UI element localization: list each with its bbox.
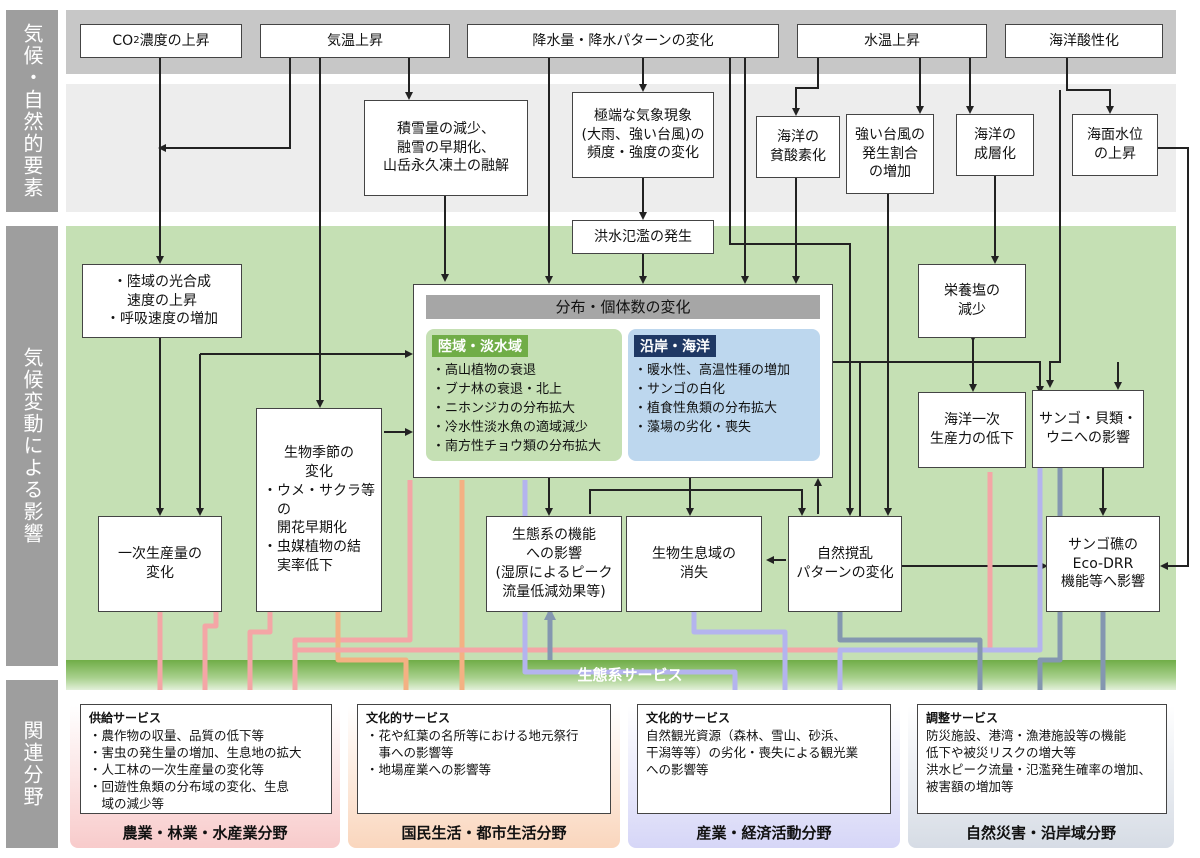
impact-nutrient: 栄養塩の 減少 — [918, 264, 1026, 338]
coast-item: 藻場の劣化・喪失 — [634, 418, 814, 437]
factor-typhoon: 強い台風の 発生割合 の増加 — [846, 114, 934, 194]
service-item: への影響等 — [646, 762, 709, 777]
side-label-sector: 関連分野 — [6, 680, 58, 848]
coast-item: サンゴの白化 — [634, 380, 814, 399]
land-item: 冷水性淡水魚の適域減少 — [432, 418, 616, 437]
coast-list: 暖水性、高温性種の増加 サンゴの白化 植食性魚類の分布拡大 藻場の劣化・喪失 — [634, 361, 814, 437]
driver-acidification: 海洋酸性化 — [1005, 24, 1163, 58]
sector-label-industry: 産業・経済活動分野 — [696, 823, 832, 842]
coast-header: 沿岸・海洋 — [634, 335, 716, 357]
factor-snow: 積雪量の減少、 融雪の早期化、 山岳永久凍土の融解 — [364, 100, 528, 196]
land-list: 高山植物の衰退 ブナ林の衰退・北上 ニホンジカの分布拡大 冷水性淡水魚の適域減少… — [432, 361, 616, 456]
service-item: ・害虫の発生量の増加、生息地の拡大 — [89, 745, 302, 760]
service-item: 干潟等等）の劣化・喪失による観光業 — [646, 745, 859, 760]
side-label-impact: 気候変動による影響 — [6, 226, 58, 666]
factor-flood: 洪水氾濫の発生 — [572, 220, 714, 254]
side-label-climate: 気候・自然的要素 — [6, 10, 58, 212]
service-item: 低下や被災リスクの増大等 — [926, 745, 1077, 760]
sector-label-disaster: 自然災害・沿岸域分野 — [965, 823, 1116, 842]
impact-habitat-loss: 生物生息域の 消失 — [626, 516, 762, 612]
coast-panel: 沿岸・海洋 暖水性、高温性種の増加 サンゴの白化 植食性魚類の分布拡大 藻場の劣… — [628, 329, 820, 461]
land-header: 陸域・淡水域 — [432, 335, 528, 357]
service-item: 洪水ピーク流量・氾濫発生確率の増加、 — [926, 762, 1152, 777]
factor-oligotrophication: 海洋の 貧酸素化 — [756, 116, 840, 178]
service-title: 文化的サービス — [366, 711, 451, 725]
impact-coral: サンゴ・貝類・ ウニへの影響 — [1032, 390, 1144, 468]
service-item: 域の減少等 — [89, 796, 165, 811]
service-title: 調整サービス — [926, 711, 999, 725]
distribution-title: 分布・個体数の変化 — [426, 295, 820, 319]
phenology-item-text: ウメ・サクラ等の 開花早期化 — [277, 482, 375, 537]
impact-disturbance: 自然撹乱 パターンの変化 — [788, 516, 902, 612]
distribution-box: 分布・個体数の変化 陸域・淡水域 高山植物の衰退 ブナ林の衰退・北上 ニホンジカ… — [413, 284, 833, 478]
service-item: ・花や紅葉の名所等における地元祭行 — [366, 728, 579, 743]
co2-prefix: CO — [112, 32, 134, 49]
sector-label-agri: 農業・林業・水産業分野 — [122, 823, 288, 842]
phenology-item-text: 虫媒植物の結 実率低下 — [277, 539, 361, 575]
land-item: ブナ林の衰退・北上 — [432, 380, 616, 399]
service-box-cultural-industry: 文化的サービス 自然観光資源（森林、雪山、砂浜、 干潟等等）の劣化・喪失による観… — [637, 704, 891, 814]
land-item: ニホンジカの分布拡大 — [432, 399, 616, 418]
driver-precipitation: 降水量・降水パターンの変化 — [467, 24, 779, 58]
phenology-title: 生物季節の 変化 — [284, 444, 354, 480]
sector-label-life: 国民生活・都市生活分野 — [401, 823, 567, 842]
service-title: 供給サービス — [89, 711, 162, 725]
impact-phenology: 生物季節の 変化 ・ウメ・サクラ等の 開花早期化 ・虫媒植物の結 実率低下 — [256, 408, 382, 612]
factor-stratification: 海洋の 成層化 — [956, 114, 1034, 176]
land-panel: 陸域・淡水域 高山植物の衰退 ブナ林の衰退・北上 ニホンジカの分布拡大 冷水性淡… — [426, 329, 622, 461]
driver-temperature: 気温上昇 — [260, 24, 450, 58]
service-item: ・回遊性魚類の分布域の変化、生息 — [89, 779, 290, 794]
impact-photosynthesis: ・陸域の光合成 速度の上昇 ・呼吸速度の増加 — [82, 264, 242, 338]
service-item: ・地場産業への影響等 — [366, 762, 492, 777]
service-item: ・農作物の収量、品質の低下等 — [89, 728, 265, 743]
phenology-item: ・ウメ・サクラ等の 開花早期化 — [263, 482, 375, 537]
service-box-regulating: 調整サービス 防災施設、港湾・漁港施設等の機能 低下や被災リスクの増大等 洪水ピ… — [917, 704, 1167, 814]
coast-item: 暖水性、高温性種の増加 — [634, 361, 814, 380]
impact-primary-ocean: 海洋一次 生産力の低下 — [918, 392, 1026, 468]
land-item: 南方性チョウ類の分布拡大 — [432, 437, 616, 456]
service-item: ・人工林の一次生産量の変化等 — [89, 762, 265, 777]
co2-suffix: 濃度の上昇 — [139, 32, 210, 49]
service-title: 文化的サービス — [646, 711, 731, 725]
land-item: 高山植物の衰退 — [432, 361, 616, 380]
service-box-cultural-life: 文化的サービス ・花や紅葉の名所等における地元祭行 事への影響等 ・地場産業への… — [357, 704, 611, 814]
driver-water-temp: 水温上昇 — [797, 24, 987, 58]
service-item: 事への影響等 — [366, 745, 454, 760]
service-item: 被害額の増加等 — [926, 779, 1014, 794]
service-item: 防災施設、港湾・漁港施設等の機能 — [926, 728, 1127, 743]
phenology-item: ・虫媒植物の結 実率低下 — [263, 539, 361, 575]
service-item: 自然観光資源（森林、雪山、砂浜、 — [646, 728, 847, 743]
factor-sea-level: 海面水位 の上昇 — [1072, 114, 1158, 176]
coast-item: 植食性魚類の分布拡大 — [634, 399, 814, 418]
impact-eco-drr: サンゴ礁の Eco-DRR 機能等へ影響 — [1046, 516, 1160, 612]
impact-primary-production: 一次生産量の 変化 — [98, 516, 222, 612]
factor-extreme-weather: 極端な気象現象 (大雨、強い台風)の 頻度・強度の変化 — [572, 92, 714, 178]
service-box-provisioning: 供給サービス ・農作物の収量、品質の低下等 ・害虫の発生量の増加、生息地の拡大 … — [80, 704, 332, 814]
impact-eco-function: 生態系の機能 への影響 (湿原によるピーク 流量低減効果等) — [486, 516, 622, 612]
co2-sub: 2 — [133, 35, 140, 47]
eco-services-label: 生態系サービス — [577, 666, 683, 684]
